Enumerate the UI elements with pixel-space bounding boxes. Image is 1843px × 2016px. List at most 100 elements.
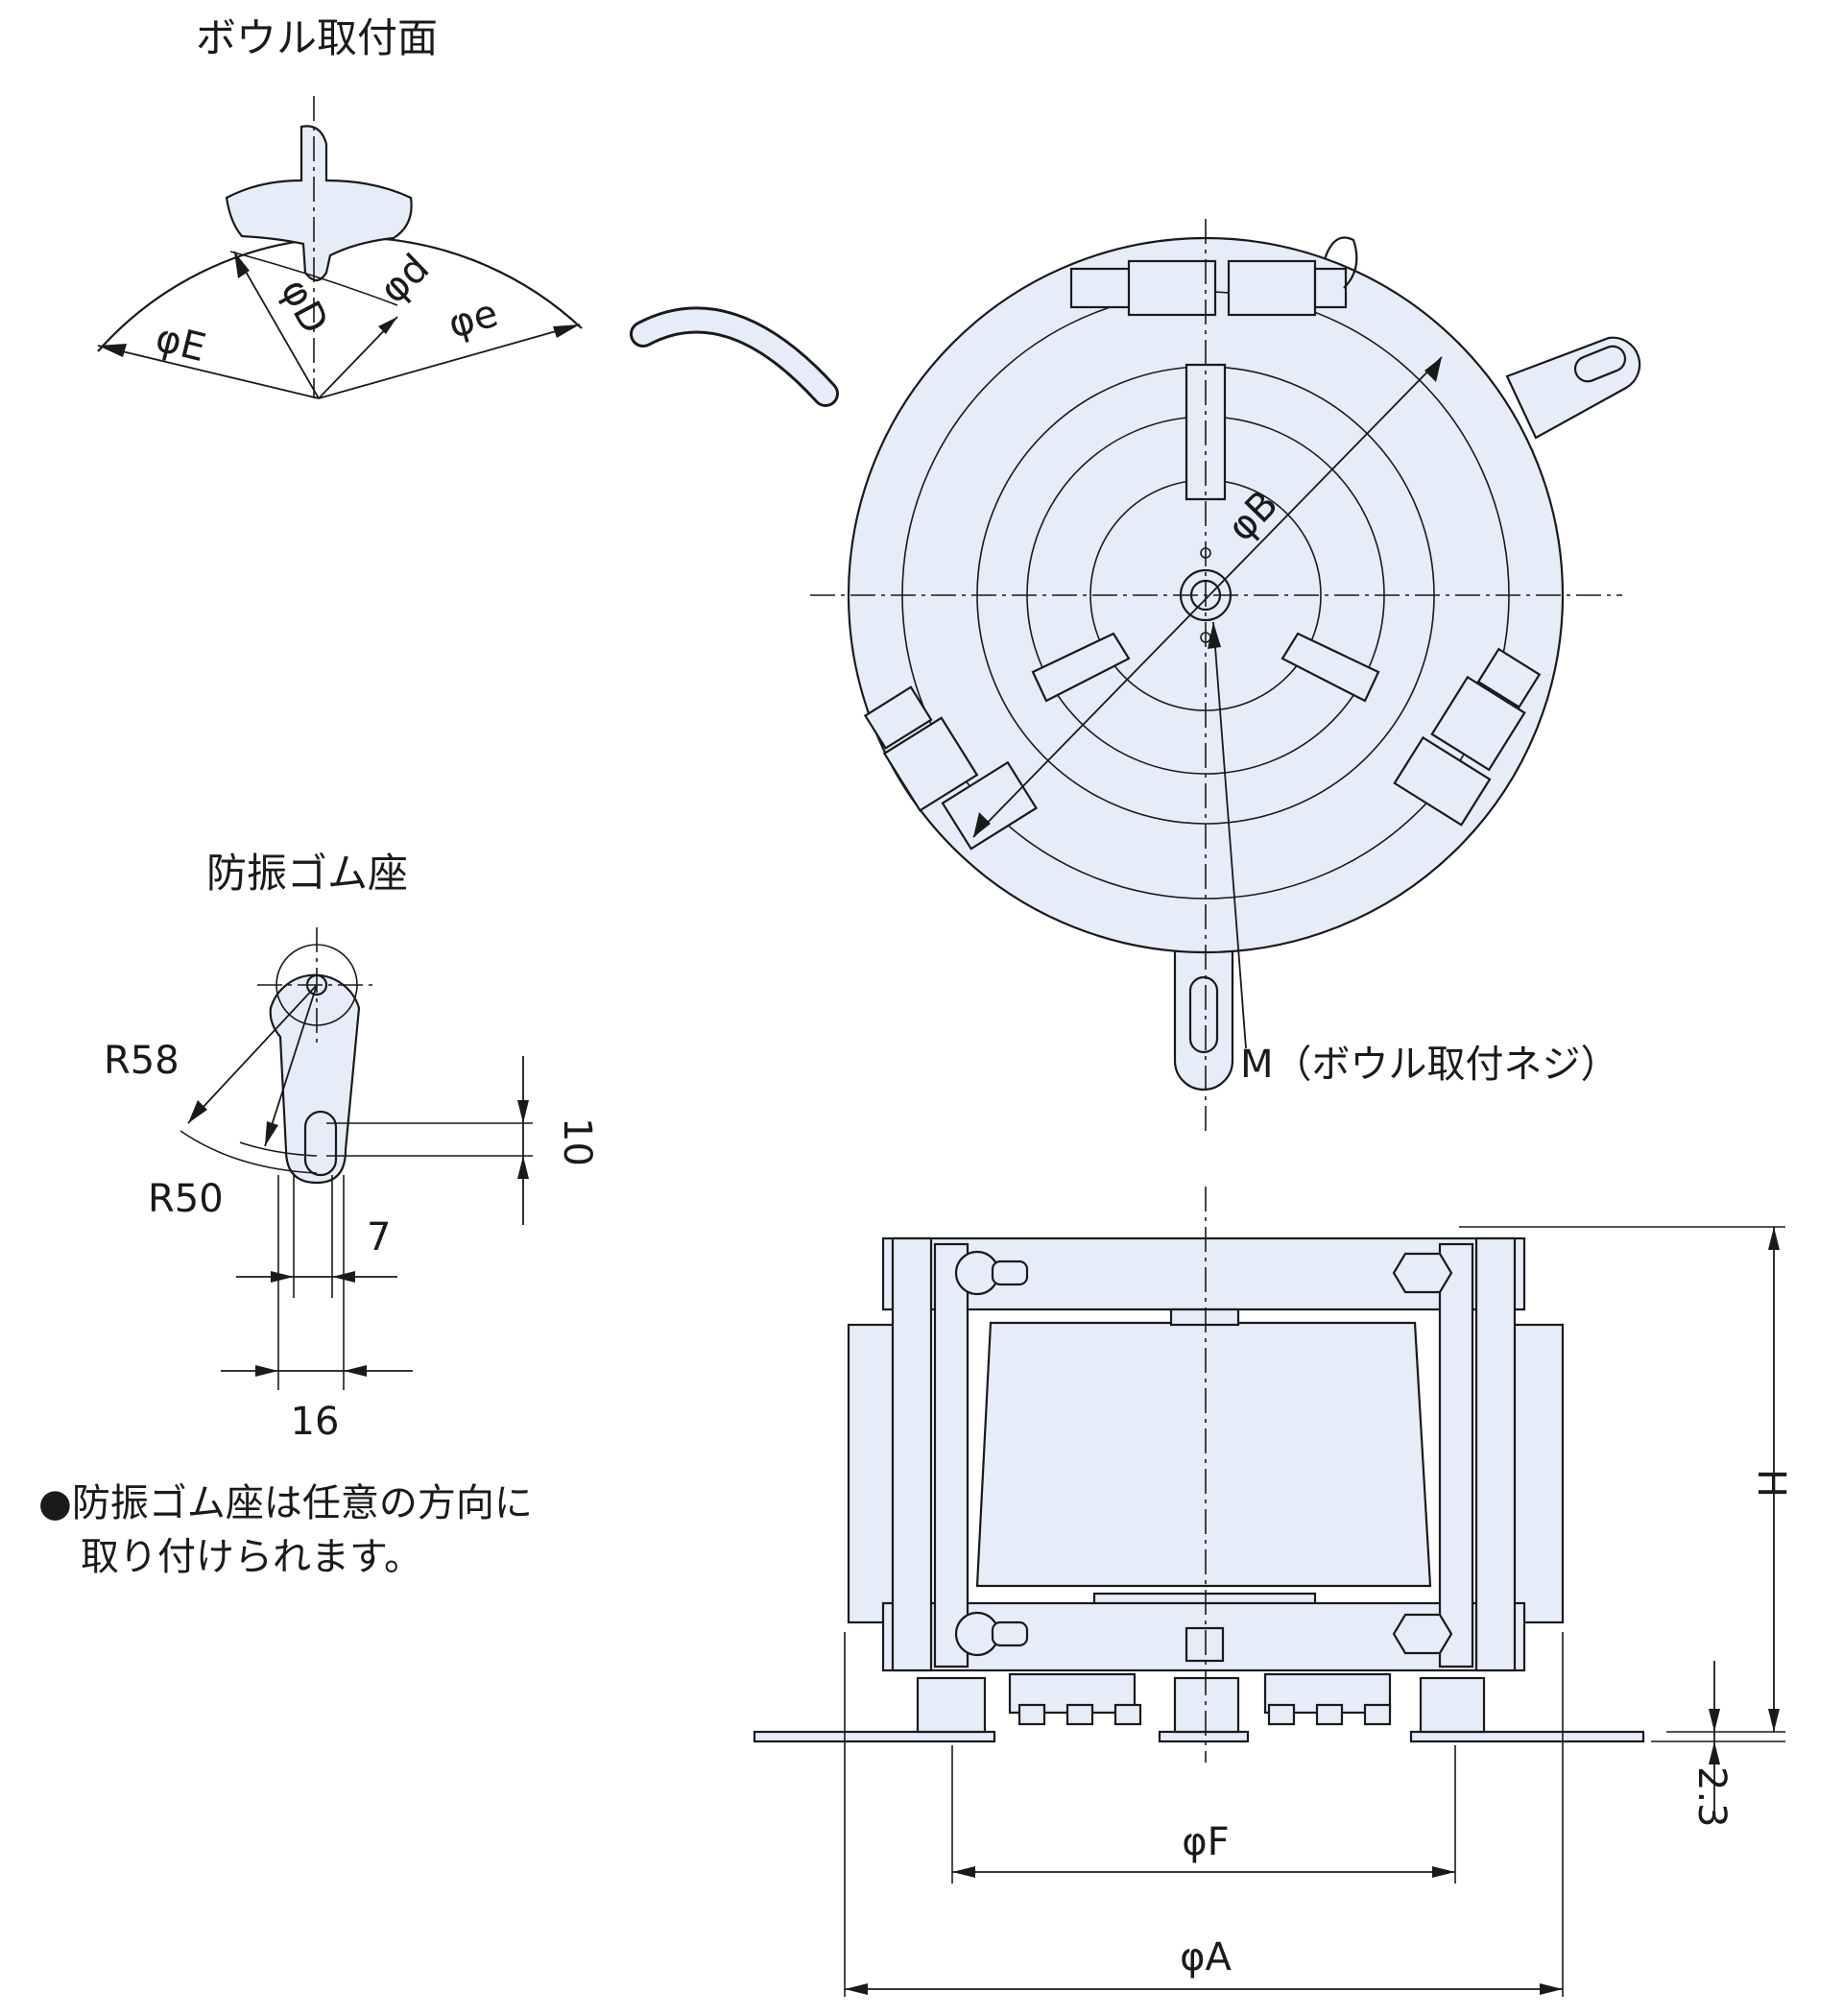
arrow-R58 (188, 1100, 207, 1123)
center-screw (1185, 1626, 1225, 1663)
label-R50: R50 (148, 1177, 224, 1221)
dim-line-D (233, 251, 320, 399)
bowl-mount-face-view: ボウル取付面 φE φD φd φe (97, 14, 583, 399)
small-nut-6 (1363, 1703, 1392, 1726)
label-7: 7 (367, 1215, 391, 1260)
bolt-nut-right-a (1476, 647, 1542, 709)
lug-top-right (1505, 336, 1641, 440)
base-plate-left (753, 1730, 996, 1743)
post-left-outer (891, 1236, 933, 1672)
coil-body (975, 1321, 1432, 1588)
post-right-outer (1474, 1236, 1517, 1672)
base-plate-center (1158, 1730, 1250, 1743)
arc-R58 (180, 1130, 318, 1174)
arrow-F-left (952, 1866, 975, 1878)
dim-line-e (318, 324, 581, 399)
arrow-16-right (344, 1365, 367, 1377)
label-phi-d: φd (371, 246, 438, 312)
cable (633, 309, 836, 404)
arrow-E (98, 344, 127, 357)
label-H: H (1749, 1469, 1793, 1498)
label-phi-D: φD (272, 272, 336, 341)
note-line-1: ●防振ゴム座は任意の方向に (38, 1481, 533, 1525)
label-phi-e: φe (443, 291, 503, 347)
label-2-3: 2.3 (1689, 1766, 1734, 1828)
arrow-R50 (265, 1121, 278, 1146)
arrow-H-bottom (1768, 1709, 1780, 1732)
bolt-assembly-left (863, 685, 1039, 851)
arrow-H-top (1768, 1227, 1780, 1250)
bolt-assembly-top (1069, 236, 1358, 317)
arrow-B-bottom (973, 812, 991, 837)
label-phi-F: φF (1182, 1820, 1229, 1864)
side-view: H 2.3 φF φA (753, 1187, 1793, 1997)
rubber-mount-lug (269, 973, 361, 1185)
arrow-D (234, 252, 250, 278)
dim-line-E (97, 345, 320, 399)
leader-M (1212, 621, 1247, 1049)
coil-top-plate (1169, 1308, 1240, 1327)
bolt-assembly-right (1393, 647, 1542, 827)
bolt-top-left-stud (991, 1260, 1029, 1286)
bolt-block-top-left (1127, 259, 1217, 317)
bolt-nut-top-left (1069, 267, 1133, 309)
arrow-M (1208, 622, 1221, 649)
bolt-bottom-left-stud (991, 1620, 1029, 1647)
bowl-mount-face-title: ボウル取付面 (196, 14, 438, 61)
bolt-block-top-right (1227, 259, 1317, 317)
arrow-7-left (271, 1271, 294, 1283)
top-view: φB M（ボウル取付ネジ） (630, 219, 1641, 1131)
small-nut-4 (1267, 1703, 1296, 1726)
label-10: 10 (555, 1117, 599, 1166)
foot-left (916, 1676, 987, 1734)
lug-slot-top-right (1573, 345, 1627, 383)
lug-slot-bottom (1188, 975, 1219, 1054)
bolt-nut-left-a (863, 685, 933, 750)
arc-R50 (239, 1141, 318, 1157)
arrow-A-right (1540, 1983, 1563, 1995)
lug-bottom (1173, 934, 1234, 1092)
mount-note: ●防振ゴム座は任意の方向に 取り付けられます。 (38, 1476, 653, 1584)
small-nut-1 (1017, 1703, 1046, 1726)
bolt-block-left-b (941, 760, 1039, 851)
note-line-2: 取り付けられます。 (81, 1535, 422, 1579)
hex-nut-top-right (1392, 1252, 1453, 1294)
rubber-mount-title: 防振ゴム座 (206, 850, 408, 897)
spoke-left (1031, 632, 1131, 703)
inner-arc (229, 251, 398, 306)
arrow-10-top (517, 1100, 529, 1123)
bolt-block-right (1430, 675, 1526, 772)
spoke-right (1281, 632, 1380, 703)
foot-center (1173, 1676, 1240, 1734)
post-right-inner (1438, 1242, 1474, 1668)
leader-R50 (264, 984, 318, 1147)
arrow-16-left (255, 1365, 278, 1377)
arrow-d (378, 317, 397, 334)
small-nut-3 (1113, 1703, 1142, 1726)
dim-line-B (972, 356, 1443, 838)
lug-slot (303, 1110, 338, 1177)
arrow-B-top (1424, 357, 1442, 382)
small-nut-5 (1315, 1703, 1344, 1726)
label-M: M（ボウル取付ネジ） (1240, 1043, 1619, 1087)
post-left-inner (933, 1242, 969, 1668)
hex-nut-bottom-right (1392, 1613, 1453, 1655)
label-phi-A: φA (1180, 1935, 1232, 1980)
leader-R58 (187, 984, 318, 1124)
arrow-10-bottom (517, 1156, 529, 1179)
arrow-7-right (332, 1271, 355, 1283)
bolt-wire-top (1323, 236, 1358, 289)
arrow-A-left (845, 1983, 868, 1995)
base-plate-right (1409, 1730, 1645, 1743)
arrow-e (553, 324, 580, 338)
bolt-block-left (882, 716, 979, 812)
label-R58: R58 (104, 1039, 180, 1083)
label-16: 16 (291, 1400, 340, 1444)
bolt-block-right-b (1393, 735, 1492, 827)
bolt-nut-top-right (1313, 267, 1348, 309)
t-slot (225, 125, 413, 282)
label-phi-E: φE (152, 316, 210, 371)
arrow-F-right (1432, 1866, 1455, 1878)
small-nut-2 (1065, 1703, 1094, 1726)
